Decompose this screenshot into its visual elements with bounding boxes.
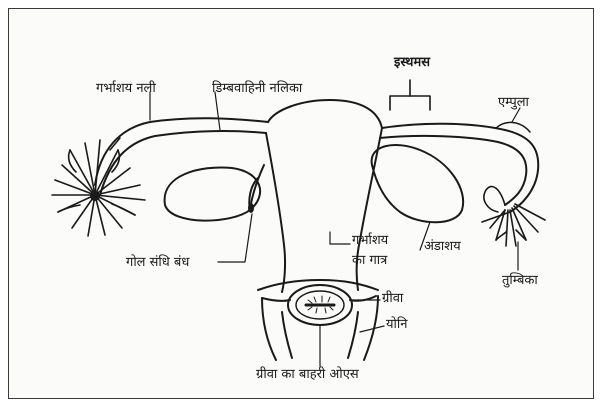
right-fallopian-tube <box>380 122 538 212</box>
left-fallopian-tube <box>95 118 268 195</box>
right-ovary <box>372 145 464 222</box>
label-vagina: योनि <box>386 318 408 331</box>
label-infundibulum: तुम्बिका <box>502 274 538 287</box>
left-fimbriae <box>52 140 145 236</box>
left-ostium <box>90 191 100 201</box>
right-fimbriae <box>482 186 545 246</box>
cervix-vagina <box>258 280 378 360</box>
label-fallopian-tube: डिम्बवाहिनी नलिका <box>212 82 302 95</box>
label-uterus-body-1: गर्भाशय <box>352 234 388 247</box>
label-round-ligament: गोल संधि बंध <box>126 256 189 269</box>
label-uterine-tube: गर्भाशय नली <box>96 82 156 95</box>
isthmus-bracket <box>390 96 430 110</box>
label-ovary: अंडाशय <box>424 240 461 253</box>
label-cervix: ग्रीवा <box>382 292 403 305</box>
round-ligament-end <box>248 203 254 213</box>
label-ampulla: एम्पुला <box>498 96 529 109</box>
leader-lines <box>150 92 520 366</box>
left-ovary <box>165 167 261 220</box>
label-external-os: ग्रीवा का बाहरी ओएस <box>256 368 359 381</box>
label-isthmus: इस्थमस <box>394 56 430 69</box>
label-uterus-body-2: का गात्र <box>352 254 387 267</box>
